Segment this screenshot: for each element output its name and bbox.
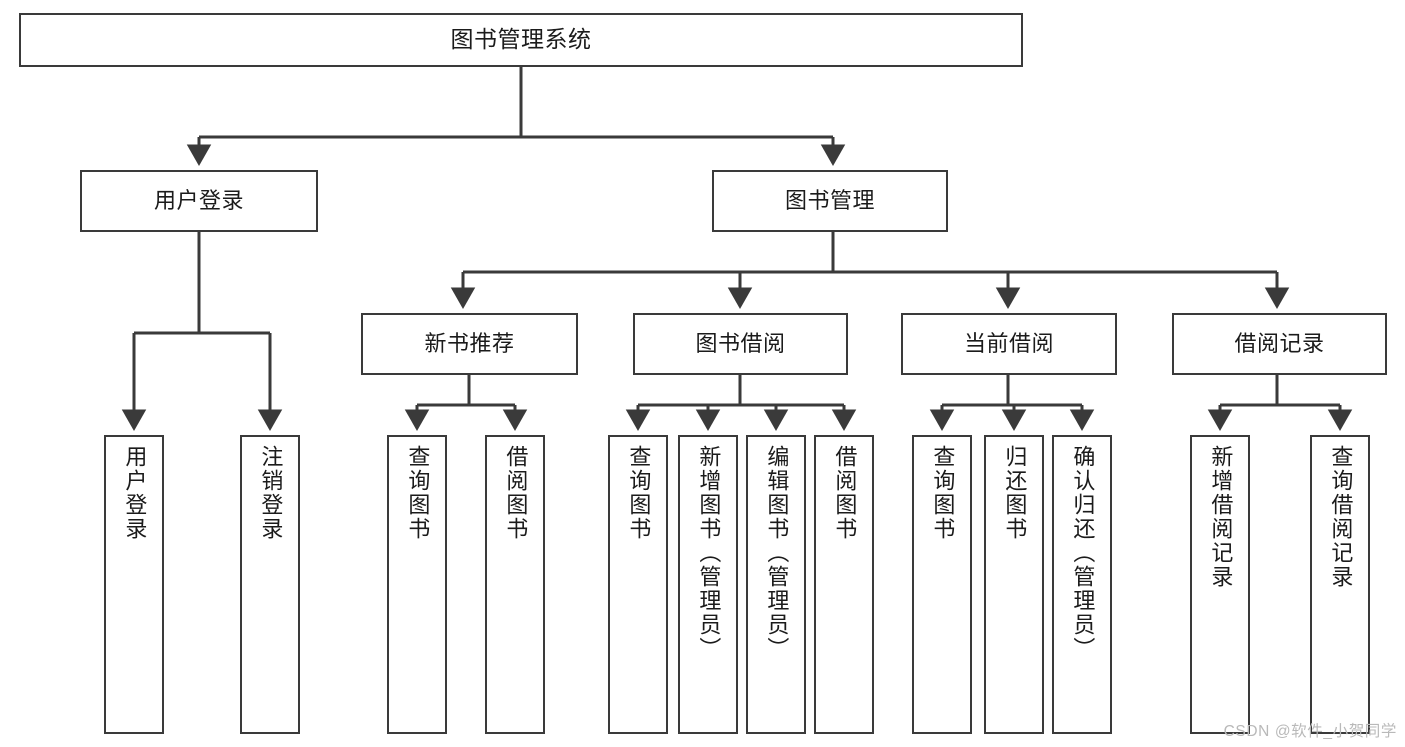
leaf-borrow-query[interactable]: 查询图书	[608, 435, 668, 734]
node-borrow-record-label: 借阅记录	[1234, 330, 1325, 356]
leaf-label: 查询图书	[930, 445, 956, 541]
leaf-label: 编辑图书（管理员）	[764, 445, 790, 661]
leaf-current-query[interactable]: 查询图书	[912, 435, 972, 734]
node-root-system[interactable]: 图书管理系统	[19, 13, 1023, 67]
node-borrow-record[interactable]: 借阅记录	[1172, 313, 1387, 375]
leaf-label: 新增借阅记录	[1208, 445, 1234, 589]
node-book-borrow-label: 图书借阅	[695, 330, 786, 356]
leaf-label: 确认归还（管理员）	[1070, 445, 1096, 661]
leaf-label: 新增图书（管理员）	[696, 445, 722, 661]
leaf-record-query[interactable]: 查询借阅记录	[1310, 435, 1370, 734]
node-user-login[interactable]: 用户登录	[80, 170, 318, 232]
csdn-watermark: CSDN @软件_小贺同学	[1223, 723, 1397, 740]
leaf-label: 借阅图书	[832, 445, 858, 541]
leaf-new-book-borrow[interactable]: 借阅图书	[485, 435, 545, 734]
leaf-user-login-signin[interactable]: 用户登录	[104, 435, 164, 734]
leaf-borrow-borrow-book[interactable]: 借阅图书	[814, 435, 874, 734]
leaf-label: 归还图书	[1002, 445, 1028, 541]
node-book-borrow[interactable]: 图书借阅	[633, 313, 848, 375]
leaf-record-add[interactable]: 新增借阅记录	[1190, 435, 1250, 734]
node-user-login-label: 用户登录	[153, 187, 244, 213]
leaf-label: 查询图书	[626, 445, 652, 541]
node-book-management[interactable]: 图书管理	[712, 170, 948, 232]
leaf-new-book-query[interactable]: 查询图书	[387, 435, 447, 734]
node-new-book-recommend[interactable]: 新书推荐	[361, 313, 578, 375]
node-new-book-recommend-label: 新书推荐	[424, 330, 515, 356]
leaf-current-confirm-return-admin[interactable]: 确认归还（管理员）	[1052, 435, 1112, 734]
node-root-system-label: 图书管理系统	[450, 26, 592, 53]
node-book-management-label: 图书管理	[784, 187, 875, 213]
leaf-borrow-edit-book-admin[interactable]: 编辑图书（管理员）	[746, 435, 806, 734]
leaf-label: 借阅图书	[503, 445, 529, 541]
node-current-borrow-label: 当前借阅	[963, 330, 1054, 356]
leaf-label: 用户登录	[122, 445, 148, 541]
leaf-label: 查询借阅记录	[1328, 445, 1354, 589]
node-current-borrow[interactable]: 当前借阅	[901, 313, 1117, 375]
leaf-label: 查询图书	[405, 445, 431, 541]
leaf-current-return-book[interactable]: 归还图书	[984, 435, 1044, 734]
leaf-label: 注销登录	[258, 445, 284, 541]
leaf-user-login-signout[interactable]: 注销登录	[240, 435, 300, 734]
leaf-borrow-add-book-admin[interactable]: 新增图书（管理员）	[678, 435, 738, 734]
